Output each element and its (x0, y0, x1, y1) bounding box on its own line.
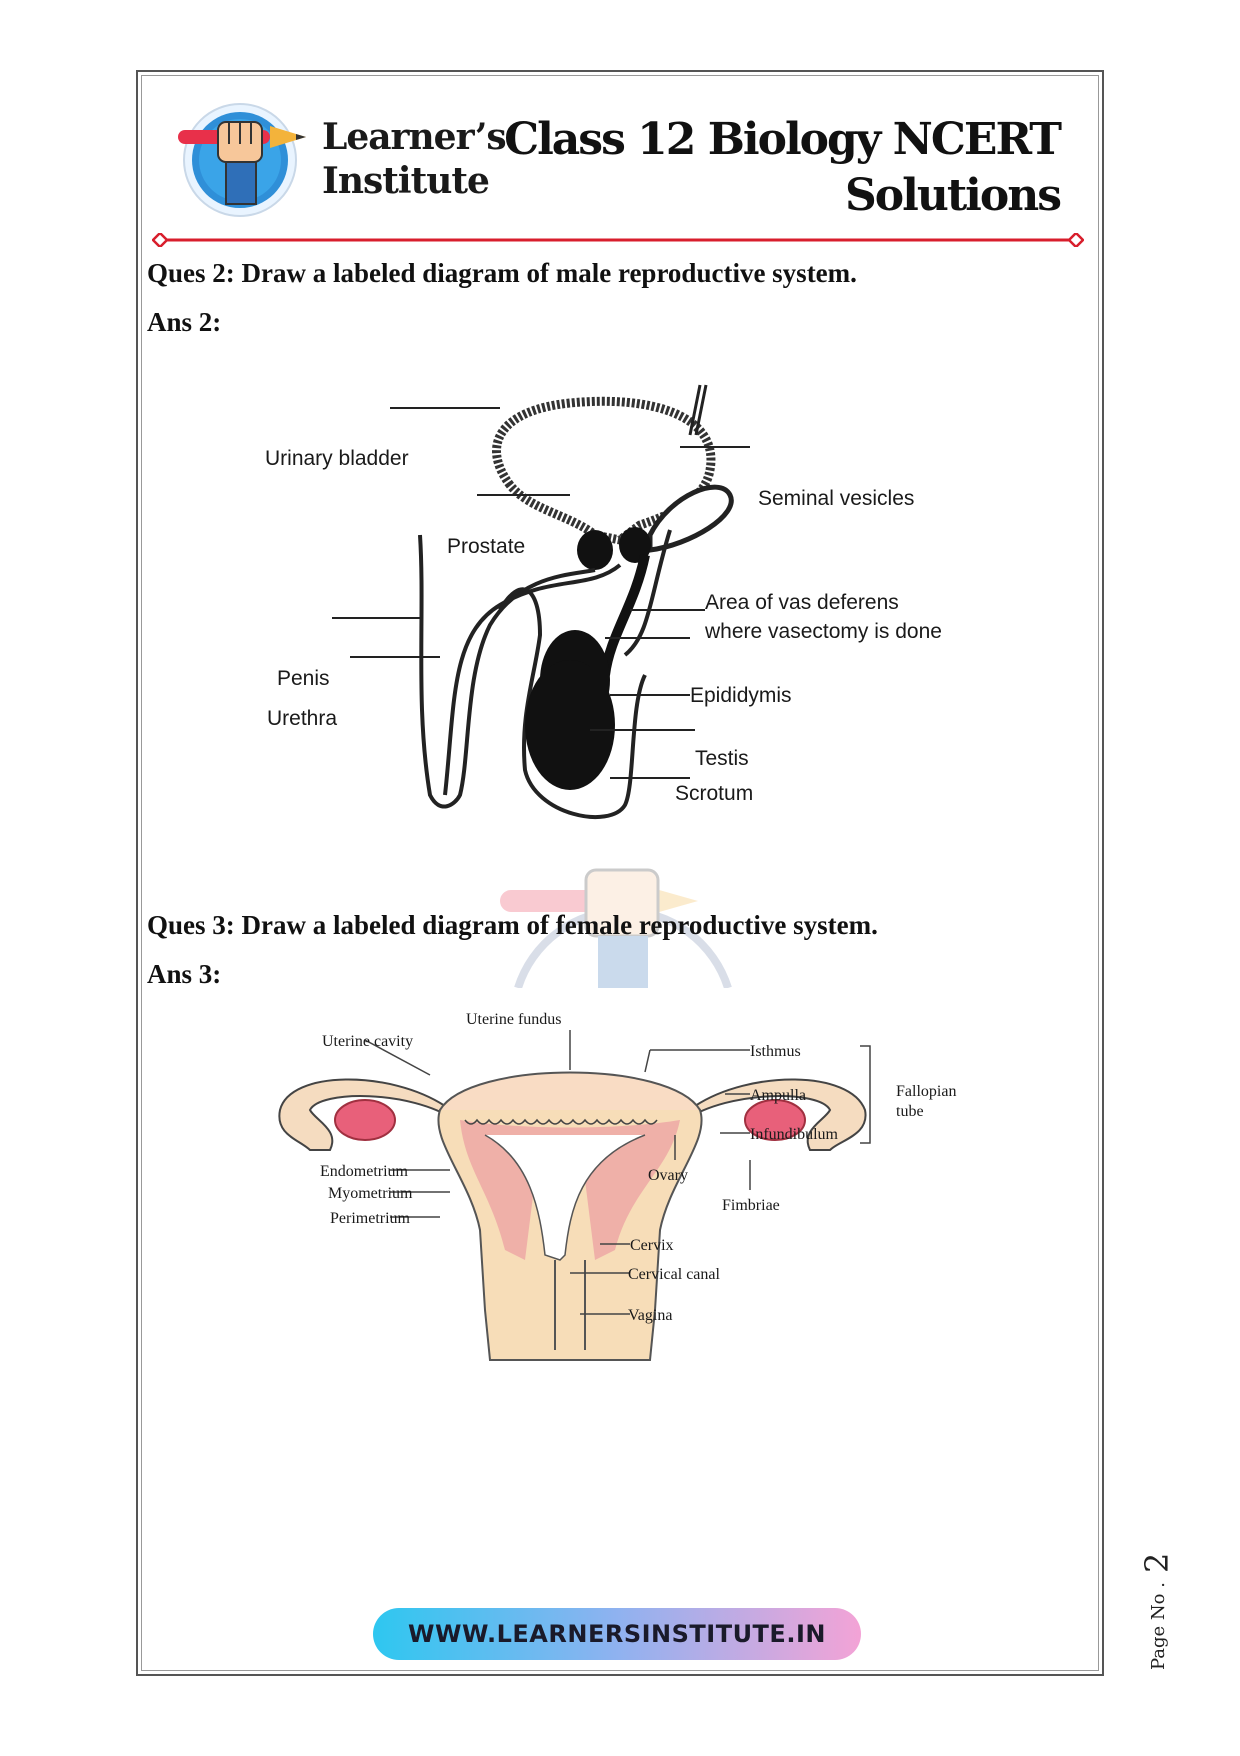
label-penis: Penis (277, 667, 330, 690)
label-isthmus: Isthmus (750, 1043, 801, 1060)
title-line1: Class 12 Biology NCERT (504, 114, 1062, 165)
website-link[interactable]: WWW.LEARNERSINSTITUTE.IN (373, 1608, 861, 1660)
label-ampulla: Ampulla (750, 1087, 806, 1104)
brand-line2: Institute (322, 160, 490, 202)
page-number: Page No . 2 (1138, 1555, 1176, 1670)
label-ovary: Ovary (648, 1167, 688, 1184)
header-divider (152, 233, 1084, 247)
label-scrotum: Scrotum (675, 782, 753, 805)
question-3: Ques 3: Draw a labeled diagram of female… (147, 910, 878, 940)
title-line2: Solutions (845, 170, 1062, 221)
answer-2-label: Ans 2: (147, 307, 222, 337)
label-seminal-vesicles: Seminal vesicles (758, 487, 914, 510)
brand-name: Learner’s Institute (322, 115, 507, 203)
question-2: Ques 2: Draw a labeled diagram of male r… (147, 258, 857, 288)
label-cervix: Cervix (630, 1237, 674, 1254)
document-title: Class 12 Biology NCERT Solutions (504, 112, 1062, 224)
label-infundibulum: Infundibulum (750, 1126, 839, 1143)
label-cervical-canal: Cervical canal (628, 1266, 721, 1283)
label-uterine-fundus: Uterine fundus (466, 1011, 562, 1028)
label-fallopian-line2: tube (896, 1103, 924, 1120)
label-prostate: Prostate (447, 535, 525, 558)
page-number-value: 2 (1138, 1555, 1176, 1573)
label-epididymis: Epididymis (690, 684, 792, 707)
label-myometrium: Myometrium (328, 1185, 413, 1202)
answer-3-label: Ans 3: (147, 959, 222, 989)
male-reproductive-diagram: Urinary bladder Seminal vesicles Prostat… (265, 384, 942, 820)
label-uterine-cavity: Uterine cavity (322, 1033, 413, 1050)
label-urethra: Urethra (267, 707, 337, 730)
label-urinary-bladder: Urinary bladder (265, 447, 409, 470)
logo-icon (178, 103, 306, 217)
label-vas-deferens-line2: where vasectomy is done (704, 620, 942, 643)
label-vas-deferens-line1: Area of vas deferens (705, 591, 899, 614)
page-label: Page No . (1148, 1582, 1169, 1670)
label-testis: Testis (695, 747, 749, 770)
label-perimetrium: Perimetrium (330, 1210, 411, 1227)
label-fallopian-line1: Fallopian (896, 1083, 956, 1100)
label-vagina: Vagina (628, 1307, 672, 1324)
watermark-logo-icon (500, 868, 732, 988)
label-endometrium: Endometrium (320, 1163, 409, 1180)
brand-line1: Learner’s (322, 116, 507, 158)
female-reproductive-diagram: Uterine fundus Uterine cavity Isthmus Am… (278, 1011, 956, 1361)
label-fimbriae: Fimbriae (722, 1197, 780, 1214)
page-border (136, 70, 1104, 1676)
